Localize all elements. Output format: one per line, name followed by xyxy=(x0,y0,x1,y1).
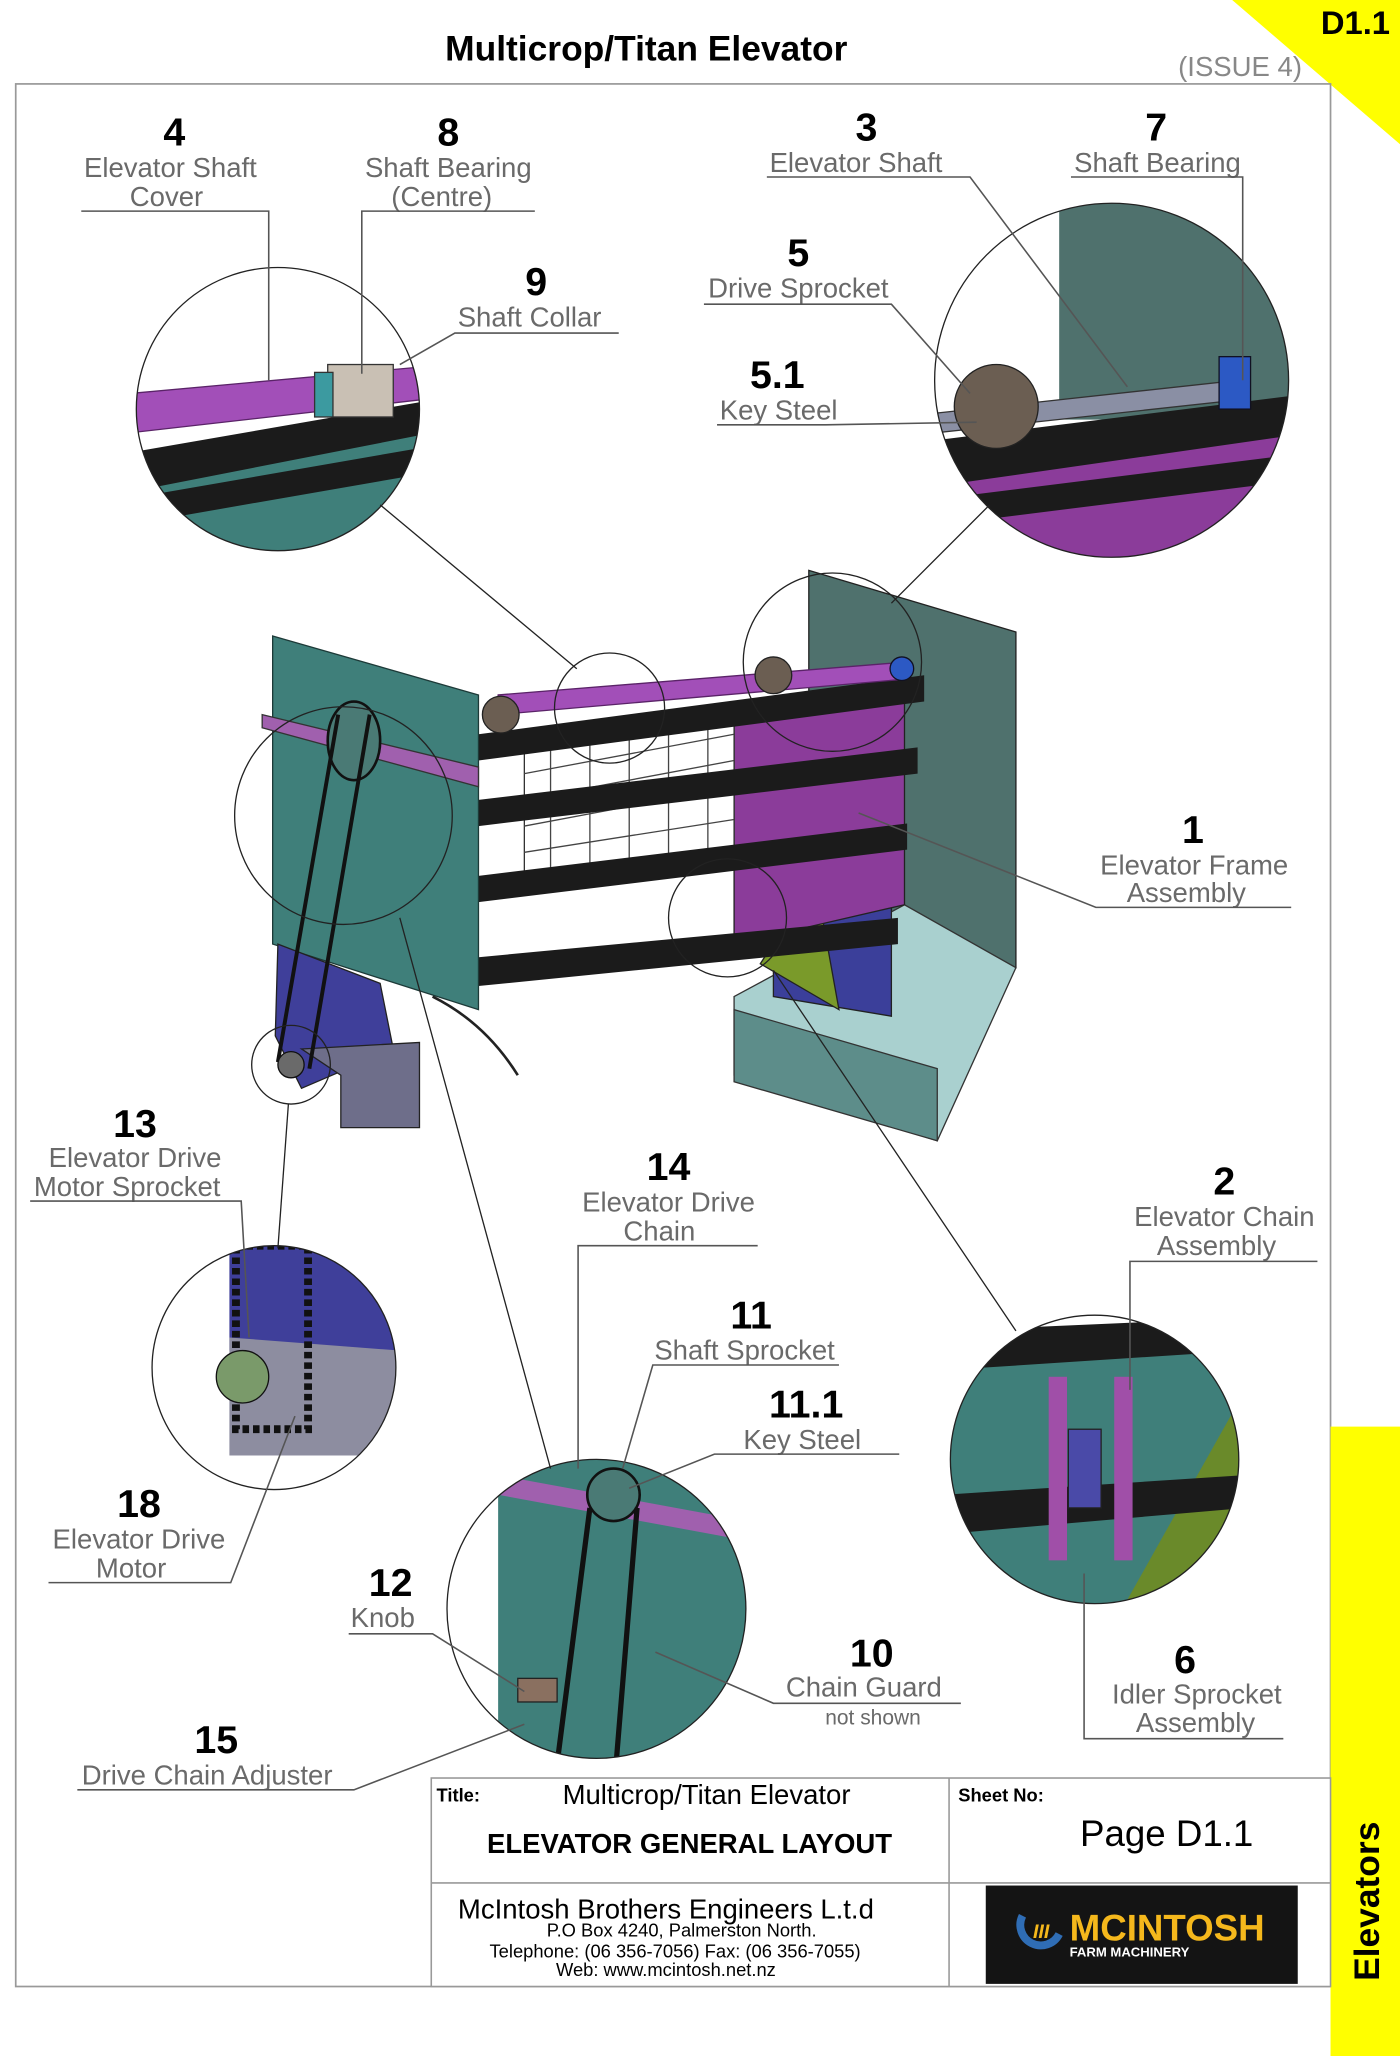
callout-4: 4 Elevator Shaft Cover xyxy=(81,111,270,381)
company-address: P.O Box 4240, Palmerston North. xyxy=(547,1920,817,1941)
svg-text:Motor: Motor xyxy=(96,1552,166,1583)
company-phone: Telephone: (06 356-7056) Fax: (06 356-70… xyxy=(490,1941,861,1962)
svg-text:18: 18 xyxy=(117,1482,161,1526)
callout-15: 15 Drive Chain Adjuster xyxy=(77,1718,525,1791)
svg-text:13: 13 xyxy=(113,1102,157,1146)
svg-text:12: 12 xyxy=(369,1561,413,1605)
svg-text:Elevator Shaft: Elevator Shaft xyxy=(770,147,943,178)
callout-11: 11 Shaft Sprocket xyxy=(621,1293,839,1469)
svg-text:11: 11 xyxy=(730,1293,772,1337)
svg-text:5: 5 xyxy=(787,231,809,275)
svg-text:Elevator Drive: Elevator Drive xyxy=(582,1187,755,1218)
callout-10: 10 Chain Guard not shown xyxy=(655,1632,961,1729)
svg-text:Cover: Cover xyxy=(130,181,203,212)
callout-7: 7 Shaft Bearing xyxy=(1070,105,1244,381)
sheet-value: Page D1.1 xyxy=(1080,1813,1253,1854)
svg-text:15: 15 xyxy=(194,1718,238,1762)
callout-5-1: 5.1 Key Steel xyxy=(717,353,977,426)
corner-tag: D1.1 xyxy=(1321,4,1390,41)
callout-2: 2 Elevator Chain Assembly xyxy=(1129,1160,1318,1390)
callout-5: 5 Drive Sprocket xyxy=(703,231,971,394)
svg-text:Elevator Drive: Elevator Drive xyxy=(53,1524,226,1555)
company-web: Web: www.mcintosh.net.nz xyxy=(556,1959,776,1980)
drawing-subtitle: ELEVATOR GENERAL LAYOUT xyxy=(487,1828,892,1859)
svg-text:(Centre): (Centre) xyxy=(391,181,492,212)
svg-text:Key Steel: Key Steel xyxy=(720,395,838,426)
svg-text:Shaft Collar: Shaft Collar xyxy=(458,301,602,332)
svg-text:Elevator Chain: Elevator Chain xyxy=(1134,1201,1314,1232)
title-value: Multicrop/Titan Elevator xyxy=(563,1779,851,1810)
svg-text:Key Steel: Key Steel xyxy=(743,1424,861,1455)
callout-12: 12 Knob xyxy=(348,1561,525,1693)
mcintosh-logo: III MCINTOSH FARM MACHINERY xyxy=(985,1885,1298,1984)
svg-text:Motor Sprocket: Motor Sprocket xyxy=(34,1171,221,1202)
svg-text:Elevator Shaft: Elevator Shaft xyxy=(84,152,257,183)
gear-icon xyxy=(1016,1913,1063,1950)
title-label: Title: xyxy=(437,1785,480,1806)
svg-text:11.1: 11.1 xyxy=(769,1382,843,1426)
svg-text:1: 1 xyxy=(1182,808,1204,852)
svg-text:Assembly: Assembly xyxy=(1157,1230,1276,1261)
svg-text:FARM MACHINERY: FARM MACHINERY xyxy=(1070,1944,1190,1959)
svg-text:MCINTOSH: MCINTOSH xyxy=(1070,1908,1265,1949)
svg-text:Assembly: Assembly xyxy=(1136,1707,1255,1738)
svg-text:4: 4 xyxy=(163,111,185,155)
svg-text:Chain: Chain xyxy=(623,1215,695,1246)
svg-text:7: 7 xyxy=(1145,105,1167,149)
callout-13: 13 Elevator Drive Motor Sprocket xyxy=(30,1102,250,1338)
detail-circle-drive-sprocket xyxy=(933,202,1290,558)
callout-1: 1 Elevator Frame Assembly xyxy=(858,808,1292,909)
svg-text:not shown: not shown xyxy=(825,1706,921,1729)
svg-text:Assembly: Assembly xyxy=(1127,877,1246,908)
side-tab xyxy=(1330,1426,1400,2056)
detail-circle-drive-chain xyxy=(446,1458,747,1760)
svg-text:3: 3 xyxy=(856,105,878,149)
callout-18: 18 Elevator Drive Motor xyxy=(48,1415,296,1584)
svg-text:2: 2 xyxy=(1213,1160,1235,1204)
callout-9: 9 Shaft Collar xyxy=(399,260,619,366)
svg-text:8: 8 xyxy=(437,111,459,155)
side-tab-label: Elevators xyxy=(1348,1822,1387,1981)
detail-markers xyxy=(233,504,1017,1469)
svg-text:Elevator Frame: Elevator Frame xyxy=(1100,850,1288,881)
svg-text:Shaft Bearing: Shaft Bearing xyxy=(1074,147,1241,178)
svg-text:Chain Guard: Chain Guard xyxy=(786,1672,942,1703)
svg-text:Drive Sprocket: Drive Sprocket xyxy=(708,273,889,304)
detail-circle-motor-sprocket xyxy=(151,1245,397,1491)
svg-text:9: 9 xyxy=(525,260,547,304)
callout-3: 3 Elevator Shaft xyxy=(766,105,1128,388)
svg-text:Knob: Knob xyxy=(351,1602,415,1633)
elevator-assembly-drawing xyxy=(261,569,1017,1142)
svg-text:14: 14 xyxy=(647,1145,691,1189)
page-title: Multicrop/Titan Elevator xyxy=(445,29,847,68)
svg-text:Shaft Bearing: Shaft Bearing xyxy=(365,152,532,183)
callout-11-1: 11.1 Key Steel xyxy=(628,1382,900,1489)
svg-text:Drive Chain Adjuster: Drive Chain Adjuster xyxy=(82,1760,333,1791)
sheet-label: Sheet No: xyxy=(958,1785,1044,1806)
svg-text:5.1: 5.1 xyxy=(750,353,805,397)
title-block: Title: Multicrop/Titan Elevator ELEVATOR… xyxy=(430,1777,1332,1988)
company-name: McIntosh Brothers Engineers L.t.d xyxy=(458,1893,874,1924)
callout-8: 8 Shaft Bearing (Centre) xyxy=(361,111,535,374)
svg-text:Idler Sprocket: Idler Sprocket xyxy=(1112,1678,1282,1709)
issue-label: (ISSUE 4) xyxy=(1178,51,1302,82)
callout-6: 6 Idler Sprocket Assembly xyxy=(1083,1573,1284,1740)
detail-circle-shaft-cover xyxy=(135,266,421,552)
svg-text:Shaft Sprocket: Shaft Sprocket xyxy=(654,1335,835,1366)
svg-text:6: 6 xyxy=(1174,1638,1196,1682)
callout-14: 14 Elevator Drive Chain xyxy=(577,1145,758,1469)
svg-text:10: 10 xyxy=(850,1632,894,1676)
svg-text:Elevator Drive: Elevator Drive xyxy=(49,1142,222,1173)
svg-text:III: III xyxy=(1033,1921,1050,1943)
detail-circle-idler-sprocket xyxy=(949,1314,1240,1605)
